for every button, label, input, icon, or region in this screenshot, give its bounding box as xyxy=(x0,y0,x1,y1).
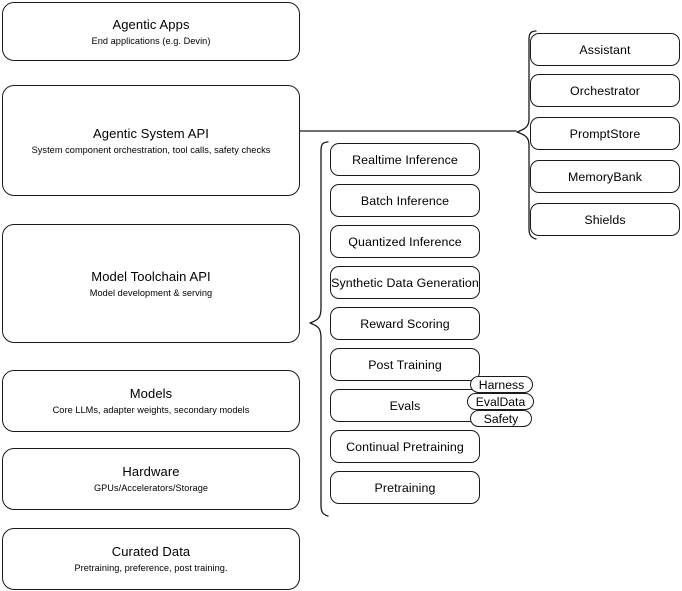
stack-layer-subtitle: Core LLMs, adapter weights, secondary mo… xyxy=(52,405,250,415)
stack-layer-title: Model Toolchain API xyxy=(91,268,211,284)
toolchain-component-label: Realtime Inference xyxy=(352,152,458,167)
eval-subcomponent-label: EvalData xyxy=(475,394,526,409)
toolchain-component-reward-scoring[interactable]: Reward Scoring xyxy=(330,307,480,340)
toolchain-component-label: Batch Inference xyxy=(360,193,450,208)
agentic-system-component-label: Shields xyxy=(584,212,626,227)
agentic-system-component-shields[interactable]: Shields xyxy=(530,203,680,236)
stack-layer-subtitle: Model development & serving xyxy=(89,287,213,298)
toolchain-component-evals[interactable]: Evals xyxy=(330,389,480,422)
agentic-system-component-label: Assistant xyxy=(579,42,631,57)
agentic-system-component-label: Orchestrator xyxy=(569,83,641,98)
toolchain-component-realtime-inference[interactable]: Realtime Inference xyxy=(330,143,480,176)
eval-subcomponent-label: Harness xyxy=(478,377,525,392)
toolchain-component-post-training[interactable]: Post Training xyxy=(330,348,480,381)
stack-layer-subtitle: End applications (e.g. Devin) xyxy=(91,35,211,46)
stack-layer-agentic-apps[interactable]: Agentic Apps End applications (e.g. Devi… xyxy=(2,2,300,61)
toolchain-component-label: Reward Scoring xyxy=(360,316,450,331)
toolchain-component-batch-inference[interactable]: Batch Inference xyxy=(330,184,480,217)
toolchain-component-pretraining[interactable]: Pretraining xyxy=(330,471,480,504)
toolchain-component-label: Post Training xyxy=(368,357,442,372)
stack-layer-subtitle: System component orchestration, tool cal… xyxy=(31,144,271,155)
agentic-system-component-memorybank[interactable]: MemoryBank xyxy=(530,160,680,193)
brace-toolchain-components xyxy=(309,141,329,517)
toolchain-component-continual-pretraining[interactable]: Continual Pretraining xyxy=(330,430,480,463)
agentic-system-component-label: PromptStore xyxy=(569,126,641,141)
stack-layer-curated-data[interactable]: Curated Data Pretraining, preference, po… xyxy=(2,528,300,590)
connector-agentic-system-api xyxy=(299,130,517,132)
toolchain-component-label: Continual Pretraining xyxy=(346,439,464,454)
stack-layer-title: Curated Data xyxy=(111,544,191,559)
stack-layer-title: Agentic Apps xyxy=(112,16,190,32)
agentic-system-component-assistant[interactable]: Assistant xyxy=(530,33,680,66)
stack-layer-models[interactable]: Models Core LLMs, adapter weights, secon… xyxy=(2,370,300,432)
toolchain-component-label: Synthetic Data Generation xyxy=(331,275,479,290)
stack-layer-subtitle: GPUs/Accelerators/Storage xyxy=(93,483,209,493)
eval-subcomponent-label: Safety xyxy=(483,411,519,426)
eval-subcomponent-safety[interactable]: Safety xyxy=(470,410,532,427)
toolchain-component-label: Evals xyxy=(389,398,421,413)
agentic-system-component-promptstore[interactable]: PromptStore xyxy=(530,117,680,150)
toolchain-component-synthetic-data-generation[interactable]: Synthetic Data Generation xyxy=(330,266,480,299)
stack-layer-hardware[interactable]: Hardware GPUs/Accelerators/Storage xyxy=(2,448,300,510)
brace-agentic-system-components xyxy=(516,30,537,240)
agentic-system-component-label: MemoryBank xyxy=(568,169,642,184)
agentic-system-component-orchestrator[interactable]: Orchestrator xyxy=(530,74,680,107)
toolchain-component-quantized-inference[interactable]: Quantized Inference xyxy=(330,225,480,258)
stack-layer-subtitle: Pretraining, preference, post training. xyxy=(74,563,228,573)
eval-subcomponent-evaldata[interactable]: EvalData xyxy=(467,393,534,410)
stack-layer-model-toolchain-api[interactable]: Model Toolchain API Model development & … xyxy=(2,224,300,343)
stack-layer-title: Models xyxy=(129,386,173,401)
stack-layer-agentic-system-api[interactable]: Agentic System API System component orch… xyxy=(2,85,300,196)
eval-subcomponent-harness[interactable]: Harness xyxy=(470,376,533,393)
stack-layer-title: Hardware xyxy=(122,464,180,479)
toolchain-component-label: Quantized Inference xyxy=(348,234,462,249)
toolchain-component-label: Pretraining xyxy=(374,480,436,495)
stack-layer-title: Agentic System API xyxy=(93,125,209,141)
